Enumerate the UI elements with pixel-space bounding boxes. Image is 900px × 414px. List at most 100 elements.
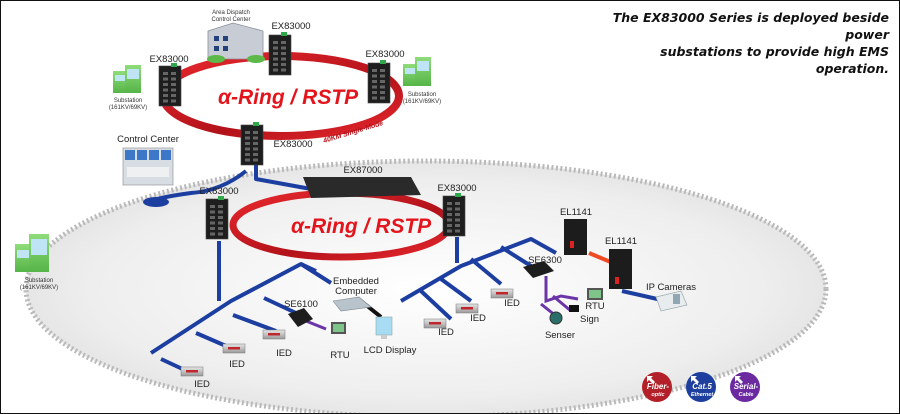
ied-device: IED bbox=[490, 288, 520, 309]
port bbox=[273, 46, 278, 50]
legend-label: Cat.5 bbox=[692, 382, 712, 391]
port bbox=[455, 213, 460, 216]
caption-line-1: The EX83000 Series is deployed beside po… bbox=[612, 10, 889, 42]
port bbox=[447, 207, 452, 211]
serial-se6300-rtu bbox=[544, 276, 579, 304]
lcd-display: LCD Display bbox=[364, 316, 417, 356]
switch-label: EX83000 bbox=[199, 186, 238, 197]
ied-device: IED bbox=[423, 318, 454, 338]
arrow-icon bbox=[691, 376, 699, 384]
port bbox=[210, 205, 215, 208]
ip-camera: IP Cameras bbox=[646, 282, 696, 312]
serial-server-icon bbox=[523, 261, 554, 278]
port bbox=[253, 136, 258, 140]
switch-label: EX83000 bbox=[271, 21, 310, 32]
ied-display bbox=[461, 307, 473, 310]
substation-right: Substation (161KV/69KV) bbox=[403, 57, 441, 105]
ied-label: IED bbox=[438, 327, 454, 338]
ex87000-switch: EX87000 bbox=[303, 165, 421, 198]
port bbox=[245, 131, 250, 134]
serial-links bbox=[305, 276, 579, 331]
media-converter-icon bbox=[609, 249, 632, 289]
port bbox=[218, 210, 223, 214]
ied-display bbox=[429, 322, 441, 325]
ex83000-switch: EX83000 bbox=[240, 122, 313, 166]
port bbox=[171, 88, 176, 92]
caption-line-2: substations to provide high EMS operatio… bbox=[660, 44, 889, 76]
port bbox=[455, 218, 460, 222]
port bbox=[218, 227, 223, 230]
ied-label: IED bbox=[470, 313, 486, 324]
ex83000-switch: EX83000 bbox=[365, 49, 405, 104]
industrial-switch-icon bbox=[240, 124, 264, 166]
ied-device: IED bbox=[222, 343, 246, 370]
el1141-1-label: EL1141 bbox=[560, 207, 592, 218]
se6100-label: SE6100 bbox=[284, 299, 318, 310]
port bbox=[273, 57, 278, 61]
legend-badge: Fiber-optic bbox=[642, 372, 672, 402]
port bbox=[455, 224, 460, 227]
port bbox=[218, 221, 223, 225]
substation-right-label-1: Substation bbox=[408, 92, 436, 98]
right-stub-se6300 bbox=[499, 245, 533, 268]
right-backbone bbox=[399, 237, 557, 303]
port bbox=[281, 41, 286, 44]
right-stub-ied-3 bbox=[469, 257, 503, 286]
port bbox=[447, 224, 452, 227]
left-stub-se6100 bbox=[263, 296, 297, 315]
legend-badge: Serial-Cable bbox=[730, 372, 760, 402]
control-center: Control Center bbox=[117, 134, 179, 186]
port bbox=[273, 63, 278, 66]
port bbox=[253, 153, 258, 156]
ied-display bbox=[228, 347, 240, 350]
rtu-right-label: RTU bbox=[585, 301, 604, 312]
building-icon bbox=[207, 22, 264, 60]
port bbox=[372, 96, 377, 100]
arrow-icon bbox=[647, 376, 655, 384]
port bbox=[245, 153, 250, 156]
el1141-1: EL1141 bbox=[560, 207, 592, 255]
rtu-left: RTU bbox=[330, 322, 350, 361]
port bbox=[253, 147, 258, 151]
terminal-block bbox=[380, 60, 386, 64]
port bbox=[245, 136, 250, 140]
port bbox=[273, 52, 278, 55]
legend-label: Fiber- bbox=[647, 382, 670, 391]
ex83000-switch: EX83000 bbox=[437, 183, 477, 237]
terminal-block bbox=[218, 196, 224, 200]
port bbox=[447, 229, 452, 233]
port bbox=[372, 69, 377, 72]
legend-sublabel: Cable bbox=[739, 392, 754, 398]
ex83000-switch: EX83000 bbox=[199, 186, 239, 240]
rtu-right: RTU bbox=[585, 288, 605, 312]
lower-ring-label: α-Ring / RSTP bbox=[291, 215, 432, 238]
se6300: SE6300 bbox=[523, 255, 562, 278]
ied-device: IED bbox=[180, 366, 210, 390]
port bbox=[210, 221, 215, 225]
port bbox=[218, 205, 223, 208]
rtu-left-label: RTU bbox=[330, 350, 349, 361]
port bbox=[455, 229, 460, 233]
right-stub-ied-2 bbox=[439, 277, 473, 303]
industrial-switch-icon bbox=[442, 195, 466, 237]
ex83000-switch: EX83000 bbox=[149, 54, 189, 107]
switch-label: EX83000 bbox=[149, 54, 188, 65]
port bbox=[281, 52, 286, 55]
embedded-computer: Embedded Computer bbox=[332, 276, 379, 312]
terminal-block bbox=[253, 122, 259, 126]
port bbox=[380, 96, 385, 100]
sign-icon bbox=[569, 305, 579, 312]
port bbox=[163, 94, 168, 97]
sensor-icon bbox=[549, 311, 563, 325]
port bbox=[245, 158, 250, 162]
left-stub-ied-3 bbox=[232, 313, 277, 333]
substation-lower-label-2: (161KV/69KV) bbox=[20, 285, 58, 291]
el1141-2-label: EL1141 bbox=[605, 236, 637, 247]
building-icon bbox=[113, 71, 127, 93]
building-icon bbox=[403, 64, 417, 86]
ied-display bbox=[186, 370, 198, 373]
port bbox=[455, 207, 460, 211]
